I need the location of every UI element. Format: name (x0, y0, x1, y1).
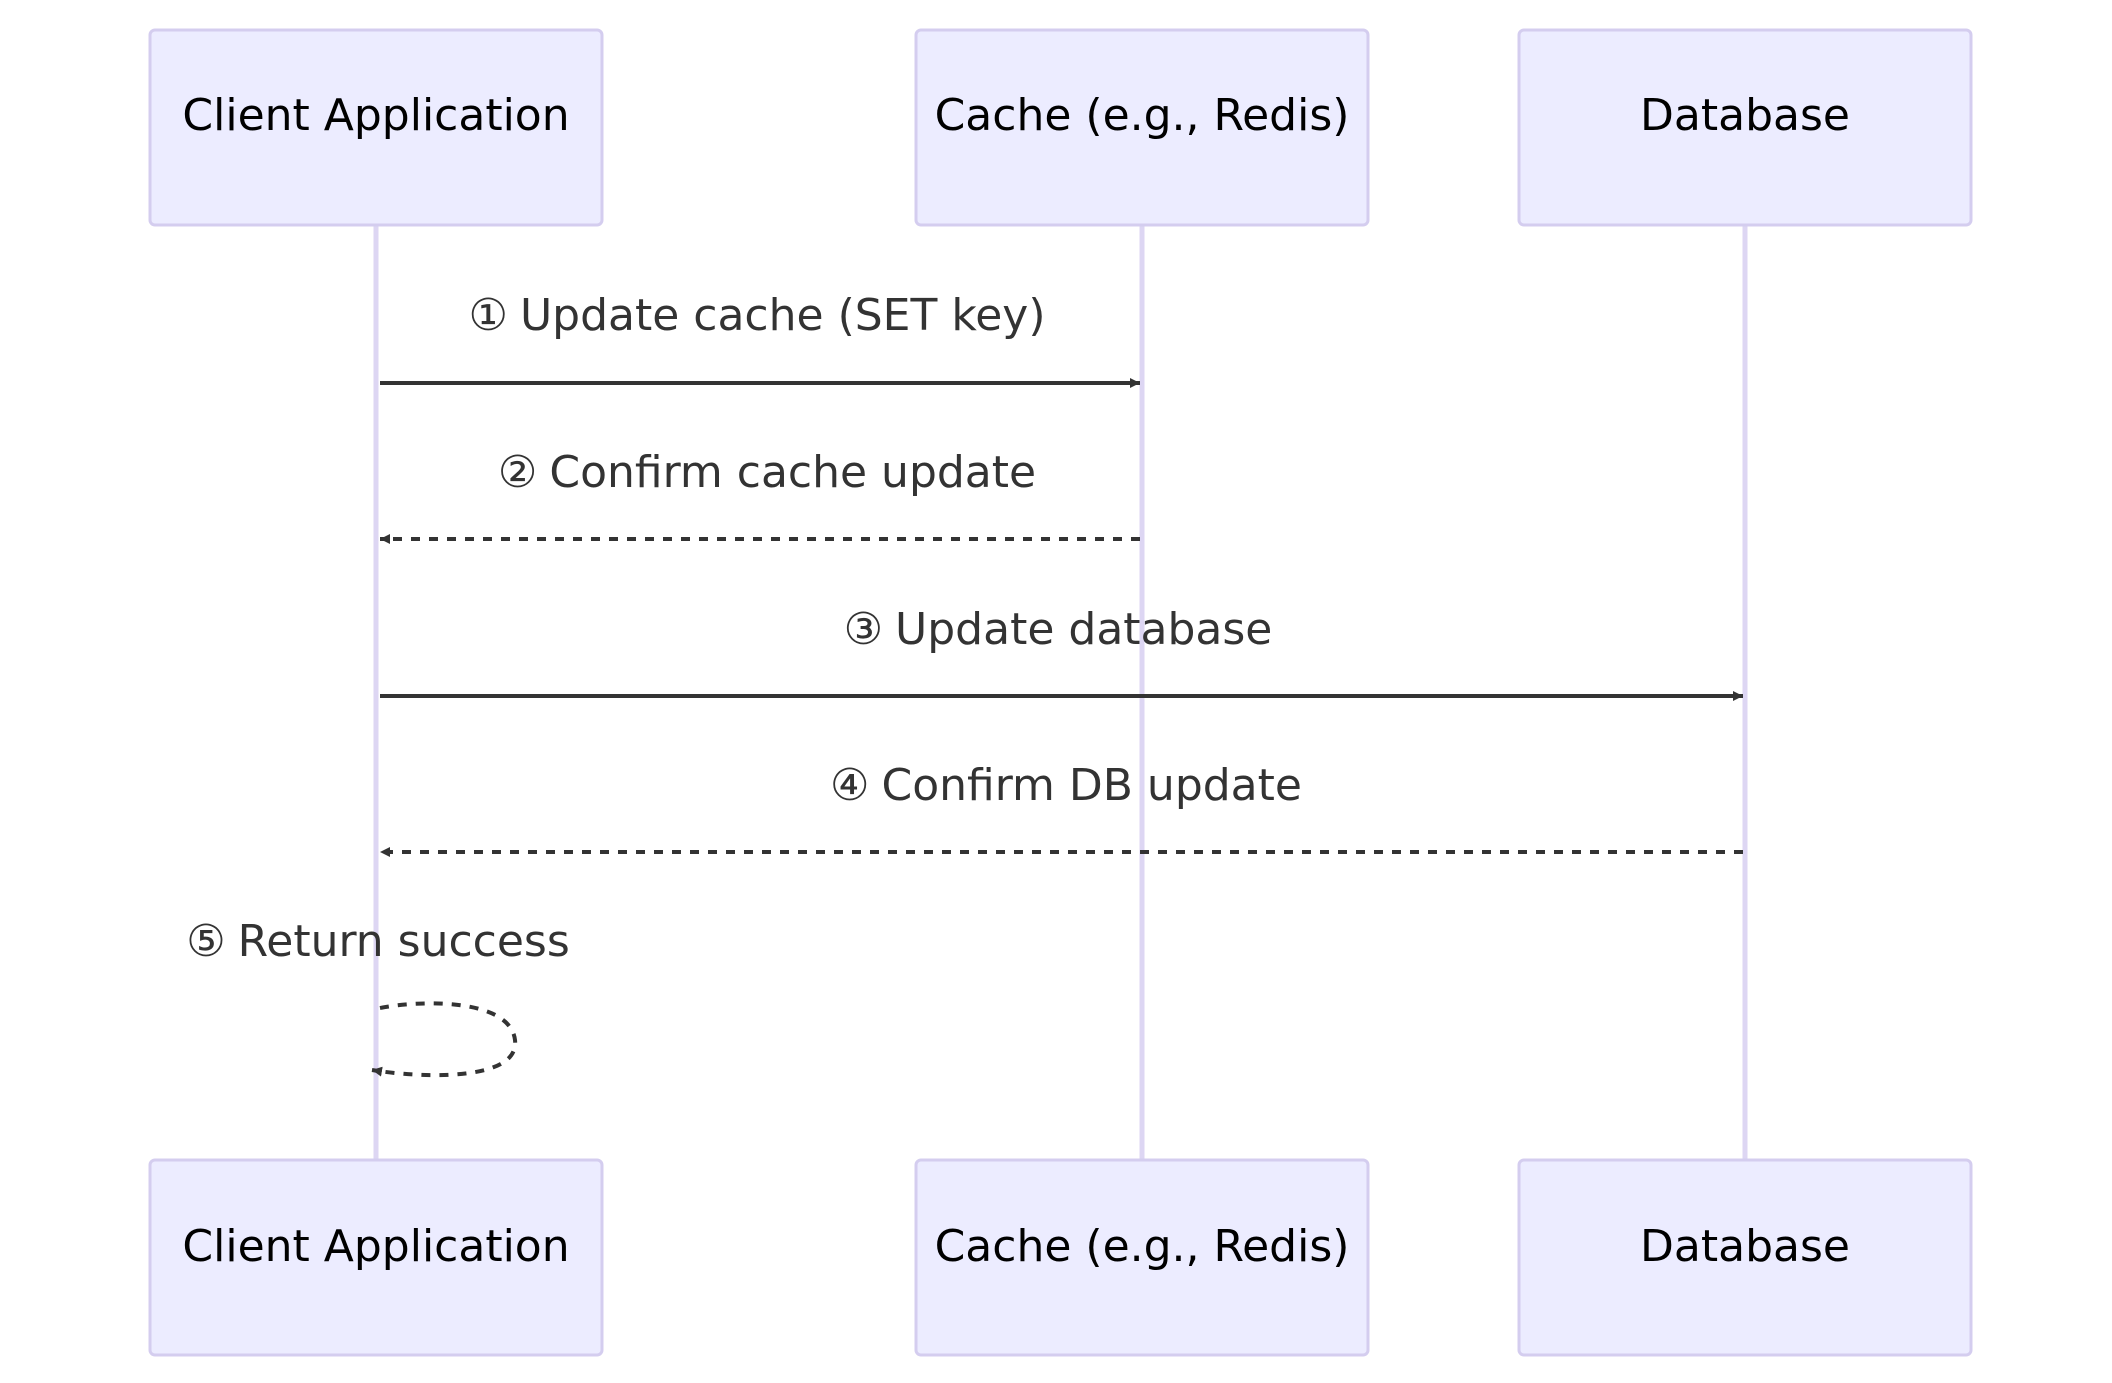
self-message-loop-arrow (371, 1001, 518, 1078)
message-number: ⑤ (186, 916, 225, 967)
message-number: ④ (830, 760, 869, 811)
message-text: Update cache (SET key) (520, 290, 1046, 341)
message-text: Confirm cache update (549, 447, 1036, 498)
actor-db-top: Database (1517, 28, 1973, 227)
message-number: ③ (844, 604, 883, 655)
actor-label: Cache (e.g., Redis) (935, 90, 1350, 141)
actor-cache-bottom: Cache (e.g., Redis) (914, 1158, 1370, 1357)
actor-db-bottom: Database (1517, 1158, 1973, 1357)
actor-cache-top: Cache (e.g., Redis) (914, 28, 1370, 227)
actor-label: Database (1640, 90, 1850, 141)
message-number: ② (498, 447, 537, 498)
actor-label: Cache (e.g., Redis) (935, 1221, 1350, 1272)
message-1: ① Update cache (SET key) (380, 290, 1140, 388)
message-label: ⑤ Return success (186, 916, 570, 967)
actor-label: Client Application (182, 1221, 569, 1272)
message-number: ① (468, 290, 507, 341)
message-text: Return success (238, 916, 570, 967)
message-text: Confirm DB update (881, 760, 1302, 811)
message-text: Update database (895, 604, 1272, 655)
actor-label: Database (1640, 1221, 1850, 1272)
message-label: ① Update cache (SET key) (468, 290, 1045, 341)
actor-client-bottom: Client Application (148, 1158, 604, 1357)
message-5: ⑤ Return success (186, 916, 570, 1078)
actor-label: Client Application (182, 90, 569, 141)
actor-client-top: Client Application (148, 28, 604, 227)
